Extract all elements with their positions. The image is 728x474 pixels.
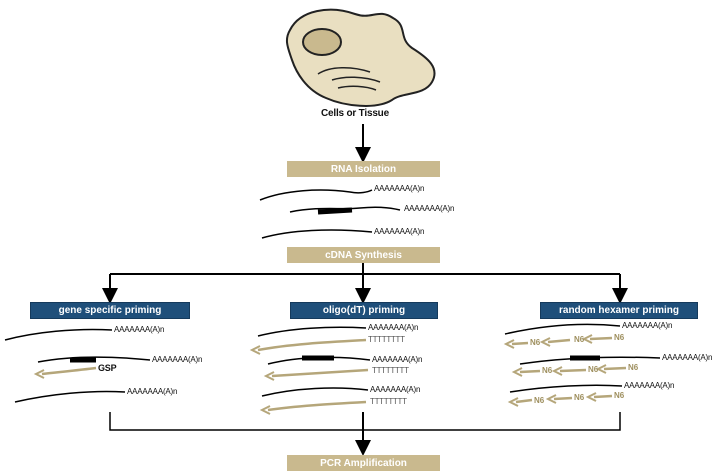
polya-tail: AAAAAAA(A)n bbox=[152, 355, 203, 364]
pcr-amplification-box: PCR Amplification bbox=[287, 455, 440, 471]
polya-tail: AAAAAAA(A)n bbox=[662, 353, 713, 362]
hexamer-label: N6 bbox=[530, 338, 541, 347]
polya-tail: AAAAAAA(A)n bbox=[114, 325, 165, 334]
oligo-dt-primer: TTTTTTTT bbox=[372, 366, 409, 375]
polya-tail: AAAAAAA(A)n bbox=[624, 381, 675, 390]
oligo-dt-priming-box: oligo(dT) priming bbox=[290, 302, 438, 319]
gsp-label: GSP bbox=[98, 363, 117, 373]
polya-tail: AAAAAAA(A)n bbox=[622, 321, 673, 330]
hexamer-label: N6 bbox=[534, 396, 545, 405]
rna-strands bbox=[259, 189, 401, 239]
cdna-synthesis-box: cDNA Synthesis bbox=[287, 247, 440, 263]
hexamer-cdna bbox=[503, 334, 627, 407]
polya-tail: AAAAAAA(A)n bbox=[127, 387, 178, 396]
oligodt-cdna bbox=[249, 338, 369, 415]
polya-tail: AAAAAAA(A)n bbox=[370, 385, 421, 394]
gsp-strands bbox=[4, 328, 151, 403]
oligodt-strands bbox=[257, 326, 371, 397]
random-hexamer-priming-box: random hexamer priming bbox=[540, 302, 698, 319]
hexamer-label: N6 bbox=[614, 333, 625, 342]
hexamer-label: N6 bbox=[588, 365, 599, 374]
gsp-cdna bbox=[33, 366, 97, 379]
polya-tail: AAAAAAA(A)n bbox=[372, 355, 423, 364]
gene-specific-priming-box: gene specific priming bbox=[30, 302, 190, 319]
hexamer-label: N6 bbox=[614, 391, 625, 400]
cell-icon bbox=[285, 8, 436, 107]
hexamer-label: N6 bbox=[574, 393, 585, 402]
polya-tail: AAAAAAA(A)n bbox=[368, 323, 419, 332]
rna-isolation-box: RNA Isolation bbox=[287, 161, 440, 177]
oligo-dt-primer: TTTTTTTT bbox=[368, 335, 405, 344]
polya-tail: AAAAAAA(A)n bbox=[374, 184, 425, 193]
hexamer-label: N6 bbox=[542, 366, 553, 375]
hexamer-label: N6 bbox=[574, 335, 585, 344]
merge-line bbox=[109, 412, 621, 431]
source-label: Cells or Tissue bbox=[321, 108, 389, 119]
oligo-dt-primer: TTTTTTTT bbox=[370, 397, 407, 406]
polya-tail: AAAAAAA(A)n bbox=[404, 204, 455, 213]
polya-tail: AAAAAAA(A)n bbox=[374, 227, 425, 236]
nucleus-icon bbox=[302, 28, 342, 56]
hexamer-label: N6 bbox=[628, 363, 639, 372]
hexamer-strands bbox=[504, 323, 661, 393]
